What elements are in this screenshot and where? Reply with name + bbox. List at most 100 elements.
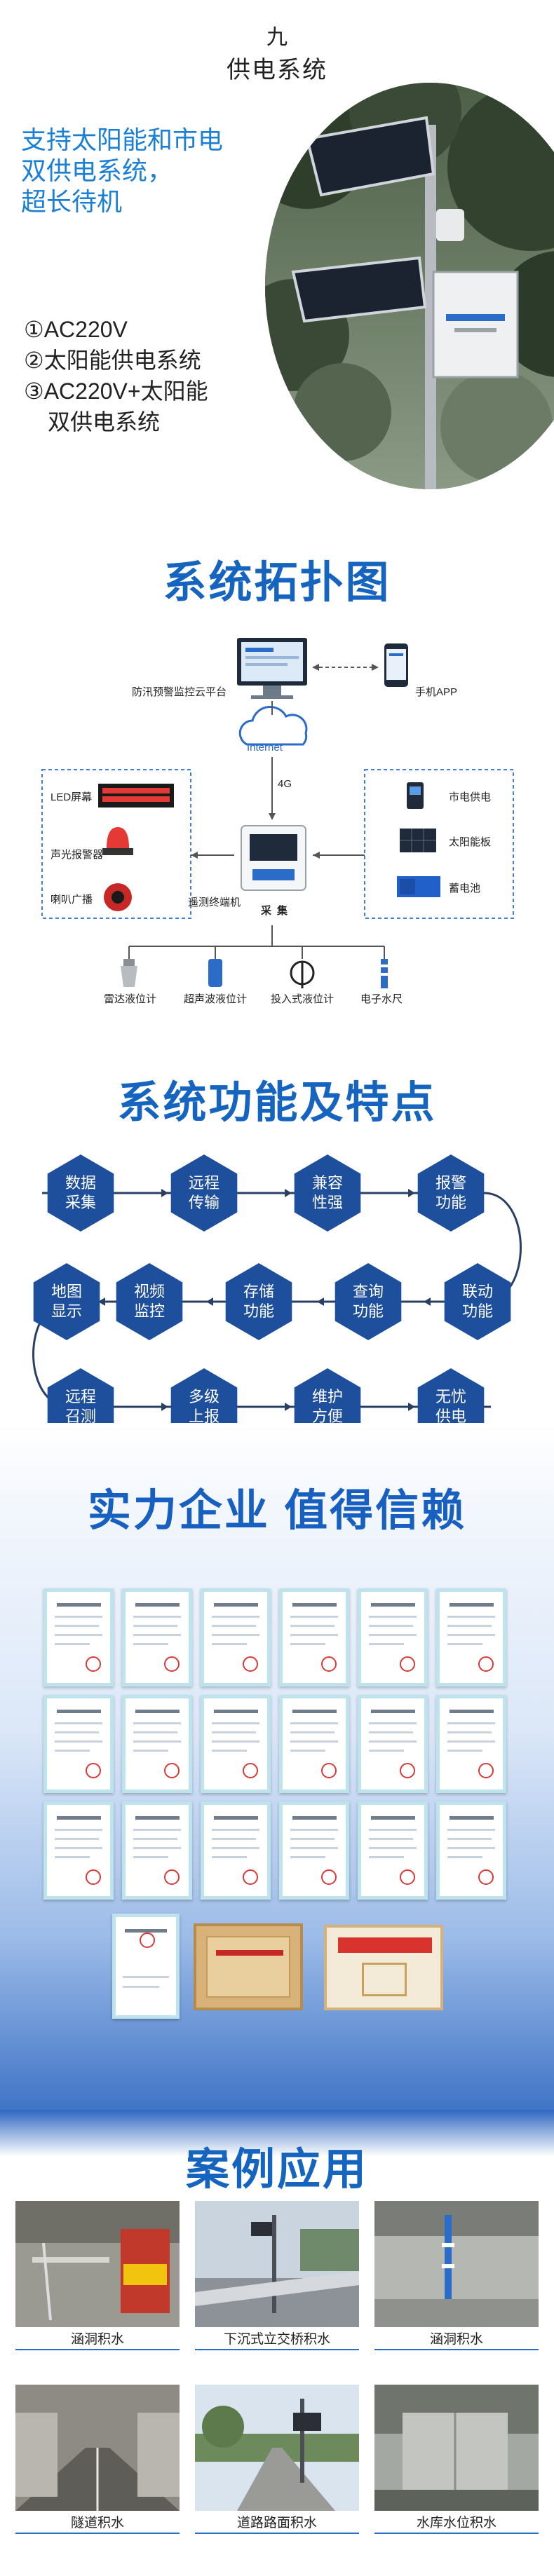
output-label: 声光报警器: [50, 849, 104, 861]
topology-diagram: [41, 638, 514, 988]
feature-hex: 数据采集: [47, 1154, 114, 1232]
internet-cloud-icon: [238, 705, 308, 746]
headline-line: 支持太阳能和市电: [21, 125, 224, 154]
collect-label: 采集: [261, 905, 294, 917]
power-option: ②太阳能供电系统: [24, 348, 201, 373]
headline-line: 超长待机: [21, 187, 123, 216]
case-caption: 隧道积水: [15, 2513, 180, 2534]
power-source-label: 太阳能板: [449, 836, 492, 848]
award-plaque: [324, 1925, 443, 2010]
case-photo: [374, 2385, 539, 2511]
certificate-card: [358, 1695, 428, 1793]
case-card: 涵洞积水: [374, 2201, 539, 2364]
case-photo: [374, 2201, 539, 2327]
sensor-label: 投入式液位计: [271, 993, 335, 1005]
certificate-card: [279, 1588, 349, 1686]
certificate-card: [358, 1801, 428, 1900]
power-supply-section: 九 供电系统 支持太阳能和市电 双供电系统， 超长待机 ①AC220V ②太阳能…: [0, 0, 554, 505]
output-label: 喇叭广播: [50, 894, 93, 906]
certificate-card: [112, 1914, 180, 2019]
case-card: 涵洞积水: [15, 2201, 180, 2364]
features-title: 系统功能及特点: [117, 1079, 437, 1127]
power-headline: 支持太阳能和市电 双供电系统， 超长待机: [21, 125, 344, 217]
cloud-platform-monitor-icon: [237, 638, 307, 699]
app-label: 手机APP: [415, 686, 458, 698]
platform-label: 防汛预警监控云平台: [132, 686, 227, 698]
certificate-card: [122, 1695, 192, 1793]
feature-hex: 查询功能: [335, 1263, 402, 1340]
certificate-card: [279, 1801, 349, 1900]
battery-icon: [397, 876, 440, 897]
certificate-card: [279, 1695, 349, 1793]
feature-hex: 兼容性强: [294, 1154, 361, 1232]
case-card: 水库水位积水: [374, 2385, 539, 2547]
solar-station-photo: [265, 83, 554, 489]
section-title: 供电系统: [227, 57, 327, 83]
feature-hex: 地图显示: [33, 1263, 100, 1340]
case-card: 下沉式立交桥积水: [195, 2201, 359, 2364]
certificate-card: [43, 1588, 114, 1686]
case-caption: 涵洞积水: [15, 2329, 180, 2350]
case-photo: [195, 2385, 359, 2511]
electronic-water-gauge-icon: [379, 959, 390, 988]
certificate-card: [436, 1588, 506, 1686]
power-option: 双供电系统: [48, 409, 161, 435]
case-photo: [15, 2201, 180, 2327]
certificate-card: [201, 1695, 271, 1793]
certificate-card: [43, 1695, 114, 1793]
case-card: 道路路面积水: [195, 2385, 359, 2547]
certificate-card: [436, 1695, 506, 1793]
certificate-card: [201, 1801, 271, 1900]
rtu-label: 遥测终端机: [188, 897, 241, 908]
power-sources-box: [364, 769, 514, 919]
sensor-label: 电子水尺: [360, 993, 403, 1005]
sensor-label: 超声波液位计: [184, 993, 248, 1005]
feature-hex: 远程传输: [170, 1154, 238, 1232]
radar-level-meter-icon: [121, 959, 137, 987]
sound-light-alarm-icon: [102, 827, 133, 855]
solar-panel-icon: [400, 829, 436, 852]
certificate-card: [201, 1588, 271, 1686]
features-section: 系统功能及特点 数据采集 远程传输 兼容性强 报警功能 联动功能 查询功能 存储…: [0, 1009, 554, 1445]
mobile-phone-icon: [384, 643, 408, 687]
rtu-device-icon: [241, 825, 306, 891]
submersible-level-meter-icon: [290, 960, 315, 988]
certificate-card: [436, 1801, 506, 1900]
output-label: LED屏幕: [50, 791, 93, 803]
topology-section: 系统拓扑图: [0, 505, 554, 1009]
power-options-list: ①AC220V ②太阳能供电系统 ③AC220V+太阳能 双供电系统: [24, 314, 208, 437]
headline-line: 双供电系统，: [21, 156, 173, 185]
feature-hex: 存储功能: [225, 1263, 292, 1340]
certificate-card: [122, 1801, 192, 1900]
section-number: 九: [266, 26, 288, 49]
award-plaque: [194, 1923, 303, 2010]
output-devices-box: [41, 769, 191, 919]
certificate-card: [43, 1801, 114, 1900]
case-photo: [15, 2385, 180, 2511]
cases-title: 案例应用: [185, 2146, 368, 2194]
feature-hex: 联动功能: [444, 1263, 511, 1340]
internet-label: Internet: [247, 742, 283, 754]
topology-title: 系统拓扑图: [163, 559, 391, 607]
case-caption: 下沉式立交桥积水: [195, 2329, 359, 2350]
sensor-label: 雷达液位计: [104, 993, 157, 1005]
feature-hex: 视频监控: [116, 1263, 183, 1340]
case-caption: 涵洞积水: [374, 2329, 539, 2350]
ultrasonic-level-meter-icon: [208, 959, 222, 987]
power-option: ①AC220V: [24, 317, 128, 342]
certificate-card: [122, 1588, 192, 1686]
certificate-card: [358, 1588, 428, 1686]
case-card: 隧道积水: [15, 2385, 180, 2547]
speaker-horn-icon: [104, 883, 132, 911]
network-label: 4G: [278, 778, 292, 790]
case-caption: 水库水位积水: [374, 2513, 539, 2534]
certificates-section: 实力企业 值得信赖: [0, 1423, 554, 2110]
power-option: ③AC220V+太阳能: [24, 379, 208, 404]
power-source-label: 市电供电: [449, 791, 492, 803]
case-photo: [195, 2201, 359, 2327]
mains-power-icon: [407, 782, 424, 809]
power-source-label: 蓄电池: [449, 882, 481, 894]
cases-section: 案例应用 涵洞积水 下沉式立交桥积水 涵洞积水 隧道积水: [0, 2110, 554, 2576]
led-screen-icon: [98, 784, 174, 807]
